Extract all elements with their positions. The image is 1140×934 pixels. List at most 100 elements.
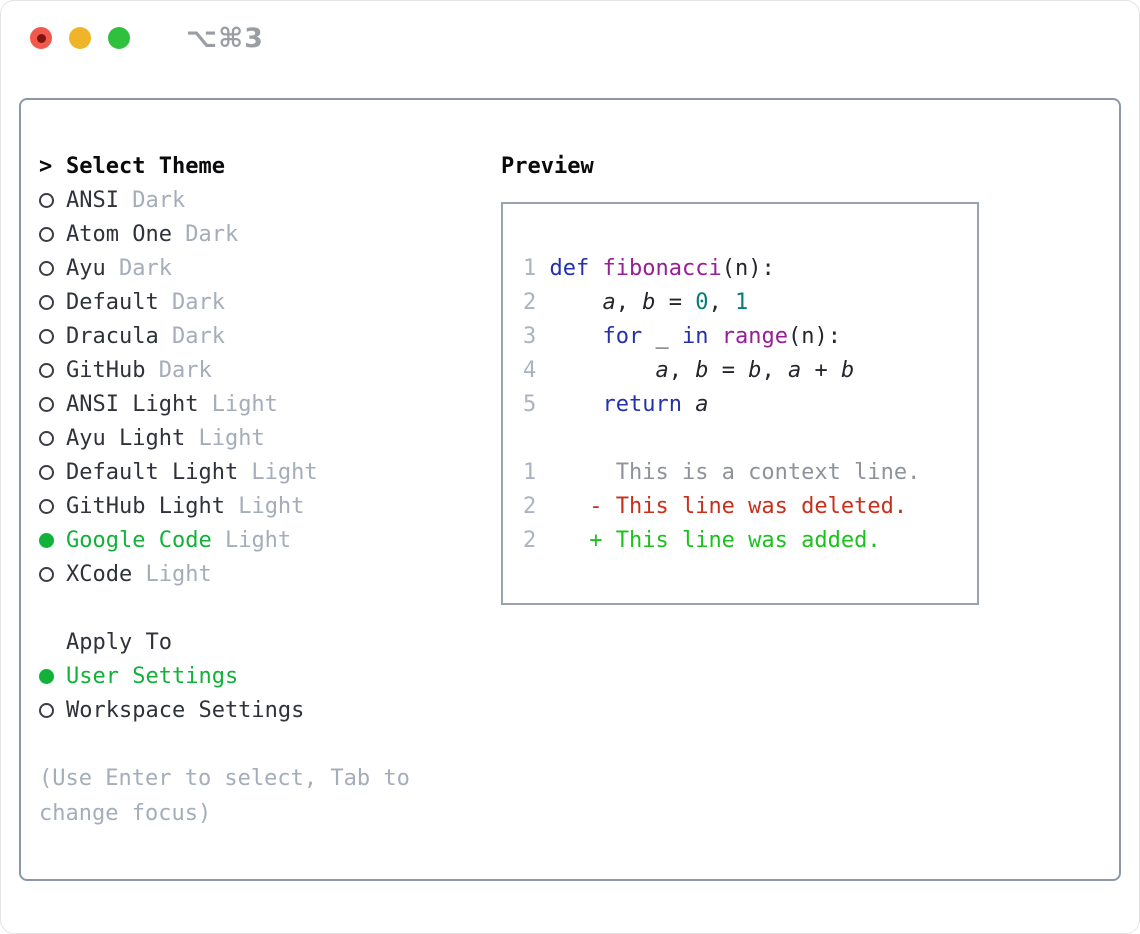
theme-variant: Dark: [145, 357, 212, 383]
line-number: 2: [523, 528, 537, 553]
add-token: + This line was added.: [549, 528, 881, 553]
var-token: b: [840, 358, 855, 383]
var-token: b: [642, 290, 656, 315]
code-token: ,: [615, 290, 643, 315]
radio-cell: [39, 396, 66, 412]
radio-icon: [39, 192, 54, 208]
theme-name: GitHub Light: [66, 493, 225, 519]
theme-variant: Dark: [158, 289, 225, 315]
code-token: [550, 392, 603, 417]
del-token: - This line was deleted.: [549, 494, 908, 519]
code-token: [682, 392, 695, 417]
code-line: 5 return a: [523, 388, 959, 422]
theme-variant: Light: [224, 493, 305, 519]
select-theme-title: Select Theme: [66, 153, 225, 179]
kw-token: in: [681, 324, 709, 349]
radio-cell: [39, 260, 66, 276]
radio-cell: [39, 702, 66, 718]
theme-item-ansi[interactable]: ANSI Dark: [39, 183, 501, 217]
theme-variant: Light: [211, 527, 292, 553]
radio-cell: [39, 566, 66, 582]
code-line: 1 def fibonacci(n):: [523, 252, 959, 286]
code-line: 2 + This line was added.: [523, 524, 959, 558]
close-dot-icon: [36, 33, 46, 43]
theme-item-atom-one[interactable]: Atom One Dark: [39, 217, 501, 251]
apply-option-label: User Settings: [66, 663, 239, 689]
kw-token: for: [602, 324, 643, 349]
code-line: [523, 422, 959, 456]
code-token: [550, 358, 656, 383]
var-token: a: [787, 358, 802, 383]
theme-name: ANSI: [66, 187, 119, 213]
radio-icon: [39, 260, 54, 276]
theme-item-default[interactable]: Default Dark: [39, 285, 501, 319]
apply-to-header: Apply To: [39, 625, 501, 659]
theme-item-github-light[interactable]: GitHub Light Light: [39, 489, 501, 523]
theme-name: GitHub: [66, 357, 146, 383]
apply-option-workspace-settings[interactable]: Workspace Settings: [39, 693, 501, 727]
code-token: [708, 324, 721, 349]
theme-variant: Light: [132, 561, 212, 587]
radio-cell: [39, 498, 66, 514]
code-token: =: [708, 358, 749, 383]
theme-variant: Dark: [118, 187, 186, 213]
theme-item-ayu-light[interactable]: Ayu Light Light: [39, 421, 501, 455]
theme-name: Atom One: [66, 221, 172, 247]
code-token: =: [655, 290, 696, 315]
titlebar: ⌥⌘3: [1, 1, 1139, 75]
radio-cell: [39, 226, 66, 242]
line-number: 1: [523, 256, 537, 281]
code-token: (n):: [787, 324, 841, 349]
code-line: 1 This is a context line.: [523, 456, 959, 490]
minimize-button[interactable]: [69, 27, 91, 49]
ctx-token: This is a context line.: [549, 460, 921, 485]
preview-header: Preview: [501, 149, 1095, 183]
apply-option-label: Workspace Settings: [66, 697, 305, 723]
radio-cell: [39, 294, 66, 310]
radio-cell: [39, 532, 66, 548]
radio-cell: [39, 668, 66, 684]
theme-item-default-light[interactable]: Default Light Light: [39, 455, 501, 489]
line-number: 1: [523, 460, 537, 485]
var-token: a: [695, 392, 709, 417]
theme-name: XCode: [66, 561, 133, 587]
close-button[interactable]: [30, 27, 52, 49]
apply-option-user-settings[interactable]: User Settings: [39, 659, 501, 693]
theme-item-google-code[interactable]: Google Code Light: [39, 523, 501, 557]
theme-item-xcode[interactable]: XCode Light: [39, 557, 501, 591]
radio-icon: [39, 702, 54, 718]
radio-icon: [39, 294, 54, 310]
radio-icon: [39, 566, 54, 582]
theme-variant: Light: [185, 425, 265, 451]
radio-cell: [39, 430, 66, 446]
code-token: [589, 256, 602, 281]
theme-item-ansi-light[interactable]: ANSI Light Light: [39, 387, 501, 421]
theme-variant: Light: [198, 391, 278, 417]
focus-cursor-icon: >: [39, 153, 53, 179]
radio-icon: [39, 498, 54, 514]
code-token: _: [642, 324, 682, 349]
theme-name: Google Code: [66, 527, 212, 553]
line-number: 2: [523, 290, 537, 315]
code-token: ,: [668, 358, 696, 383]
radio-selected-icon: [39, 668, 54, 684]
radio-cell: [39, 328, 66, 344]
theme-item-dracula[interactable]: Dracula Dark: [39, 319, 501, 353]
zoom-button[interactable]: [108, 27, 130, 49]
code-token: (n):: [721, 256, 775, 281]
theme-name: Default: [66, 289, 159, 315]
preview-title: Preview: [501, 153, 594, 179]
fn-token: range: [721, 324, 788, 349]
theme-item-ayu[interactable]: Ayu Dark: [39, 251, 501, 285]
theme-name: Default Light: [66, 459, 239, 485]
theme-variant: Dark: [158, 323, 225, 349]
radio-icon: [39, 328, 54, 344]
radio-icon: [39, 464, 54, 480]
theme-item-github[interactable]: GitHub Dark: [39, 353, 501, 387]
focus-cursor-cell: >: [39, 154, 66, 179]
